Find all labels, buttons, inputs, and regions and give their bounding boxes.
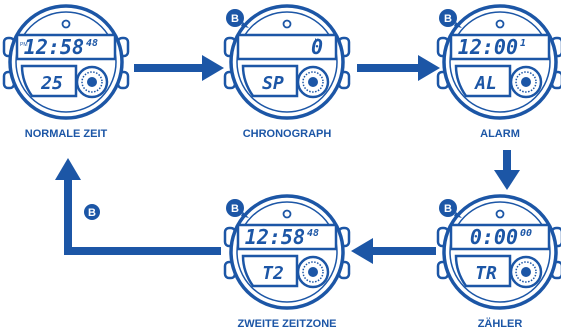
watch-chrono: 0" SP B	[223, 4, 351, 120]
watch-case	[442, 4, 558, 120]
caption-chrono: CHRONOGRAPH	[242, 128, 332, 140]
lower-display-text: 25	[40, 73, 63, 94]
b-button-label: B	[444, 13, 452, 25]
lower-display	[454, 254, 512, 288]
time-main-text: 12:00	[458, 35, 518, 59]
light-sensor-icon	[282, 209, 292, 219]
caption-worldtime: ZWEITE ZEITZONE	[237, 318, 337, 330]
arrow-alarm-to-timer	[494, 150, 520, 190]
upper-display	[449, 223, 551, 251]
b-button-label: B	[231, 203, 239, 215]
arrow-timer-to-worldtime	[351, 238, 436, 264]
b-button-icon: B	[226, 199, 249, 218]
caption-normal: NORMALE ZEIT	[24, 128, 108, 140]
arrows: B	[55, 55, 520, 264]
watch-case	[229, 194, 345, 310]
lower-display	[241, 64, 299, 98]
light-sensor-icon	[495, 19, 505, 29]
time-sub-text: "	[314, 38, 319, 48]
b-button-label: B	[444, 203, 452, 215]
lower-display	[454, 64, 512, 98]
time-sub-text: 1	[520, 38, 526, 49]
arrow-chrono-to-alarm	[357, 55, 440, 81]
b-button-label: B	[231, 13, 239, 25]
light-sensor-icon	[495, 209, 505, 219]
upper-display	[15, 33, 117, 61]
pm-indicator: PM	[20, 42, 28, 48]
watch-case	[229, 4, 345, 120]
watch-case	[442, 194, 558, 310]
b-button-icon: B	[439, 9, 462, 28]
time-sub-text: 48	[86, 38, 98, 49]
caption-timer: ZÄHLER	[477, 318, 523, 330]
b-button-icon: B	[439, 199, 462, 218]
return-b-button-icon: B	[84, 204, 100, 220]
light-sensor-icon	[282, 19, 292, 29]
upper-display	[236, 33, 338, 61]
lower-display-text: SP	[262, 73, 284, 94]
time-main-text: 0	[311, 35, 323, 59]
arrow-worldtime-to-normal: B	[55, 158, 221, 255]
time-sub-text: 00	[520, 228, 532, 239]
time-main-text: 0:00	[470, 225, 518, 249]
lower-display-text: T2	[262, 263, 284, 284]
caption-alarm: ALARM	[480, 128, 520, 140]
return-b-label: B	[88, 207, 96, 219]
time-main-text: 12:58	[245, 225, 305, 249]
arrow-normal-to-chrono	[134, 55, 224, 81]
lower-display-text: TR	[475, 263, 497, 284]
b-button-icon: B	[226, 9, 249, 28]
watch-case	[8, 4, 124, 120]
light-sensor-icon	[61, 19, 71, 29]
time-main-text: 12:58	[24, 35, 84, 59]
upper-display	[236, 223, 338, 251]
lower-display	[20, 64, 78, 98]
lower-display-text: AL	[474, 73, 497, 94]
lower-display	[241, 254, 299, 288]
time-sub-text: 48	[307, 228, 319, 239]
upper-display	[449, 33, 551, 61]
